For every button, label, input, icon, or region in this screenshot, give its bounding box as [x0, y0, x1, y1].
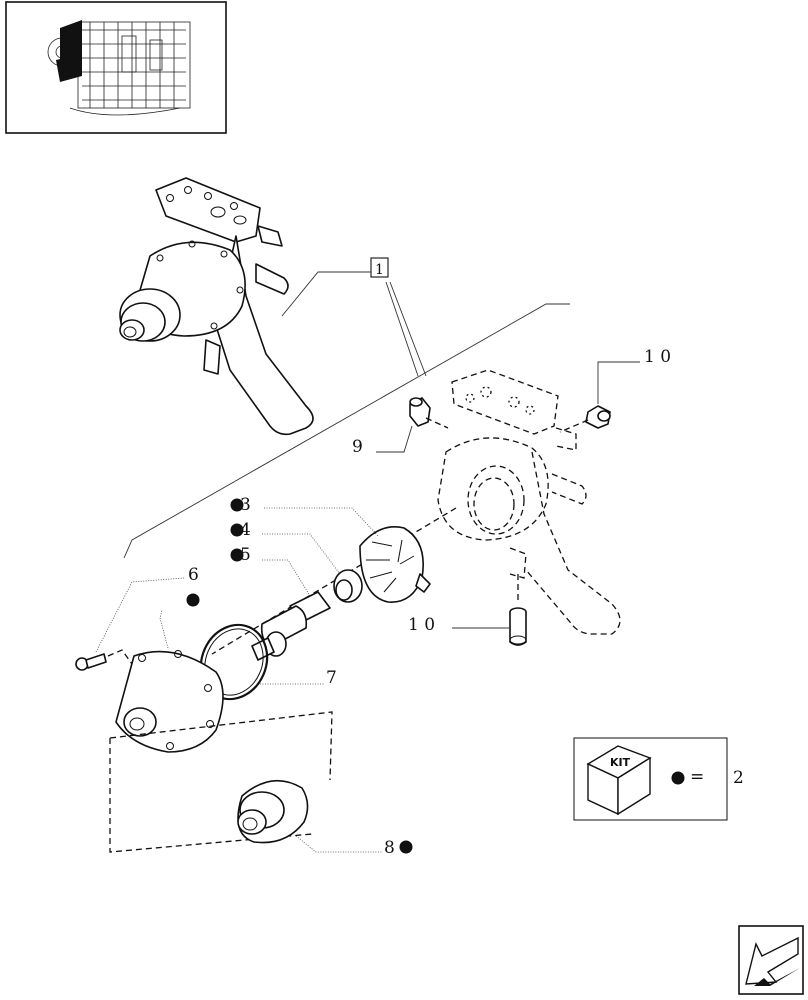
- legend-equals: =: [690, 767, 704, 787]
- engine-thumbnail-icon[interactable]: [5, 1, 227, 134]
- label-6: 6: [188, 565, 199, 585]
- pump-cover: [115, 650, 224, 753]
- kit-marker-4: [230, 523, 244, 537]
- label-10-bottom: 1 0: [408, 615, 435, 635]
- label-3: 3: [240, 495, 251, 515]
- part-4-seal[interactable]: [333, 569, 363, 603]
- kit-legend: KIT =: [573, 737, 728, 821]
- kit-text: KIT: [610, 756, 631, 769]
- label-8: 8: [384, 838, 395, 858]
- label-9: 9: [352, 437, 363, 457]
- kit-marker-3: [230, 498, 244, 512]
- part-10-bottom-plug[interactable]: [509, 607, 527, 646]
- kit-marker-8: [399, 840, 413, 854]
- part-8-pulley[interactable]: [237, 779, 309, 844]
- kit-marker-6: [186, 593, 200, 607]
- legend-value: 2: [733, 768, 744, 788]
- label-1: 1: [375, 262, 384, 278]
- kit-box-icon: KIT: [586, 745, 652, 816]
- pump-housing: [437, 369, 621, 635]
- part-6-screw[interactable]: [75, 653, 107, 671]
- label-4: 4: [240, 520, 251, 540]
- separator-line: [123, 303, 570, 559]
- part-9-bolt[interactable]: [409, 397, 431, 427]
- group-reference-1[interactable]: 1: [370, 257, 389, 278]
- kit-marker-legend: [671, 771, 685, 785]
- part-10-top-bolt[interactable]: [585, 405, 611, 429]
- label-5: 5: [240, 545, 251, 565]
- label-10-top: 1 0: [644, 347, 671, 367]
- water-pump-assembly: [119, 177, 314, 436]
- label-7: 7: [326, 668, 337, 688]
- back-arrow-icon[interactable]: [738, 925, 804, 995]
- part-3-impeller[interactable]: [359, 526, 431, 603]
- kit-marker-5: [230, 548, 244, 562]
- part-5-shaft[interactable]: [251, 591, 331, 661]
